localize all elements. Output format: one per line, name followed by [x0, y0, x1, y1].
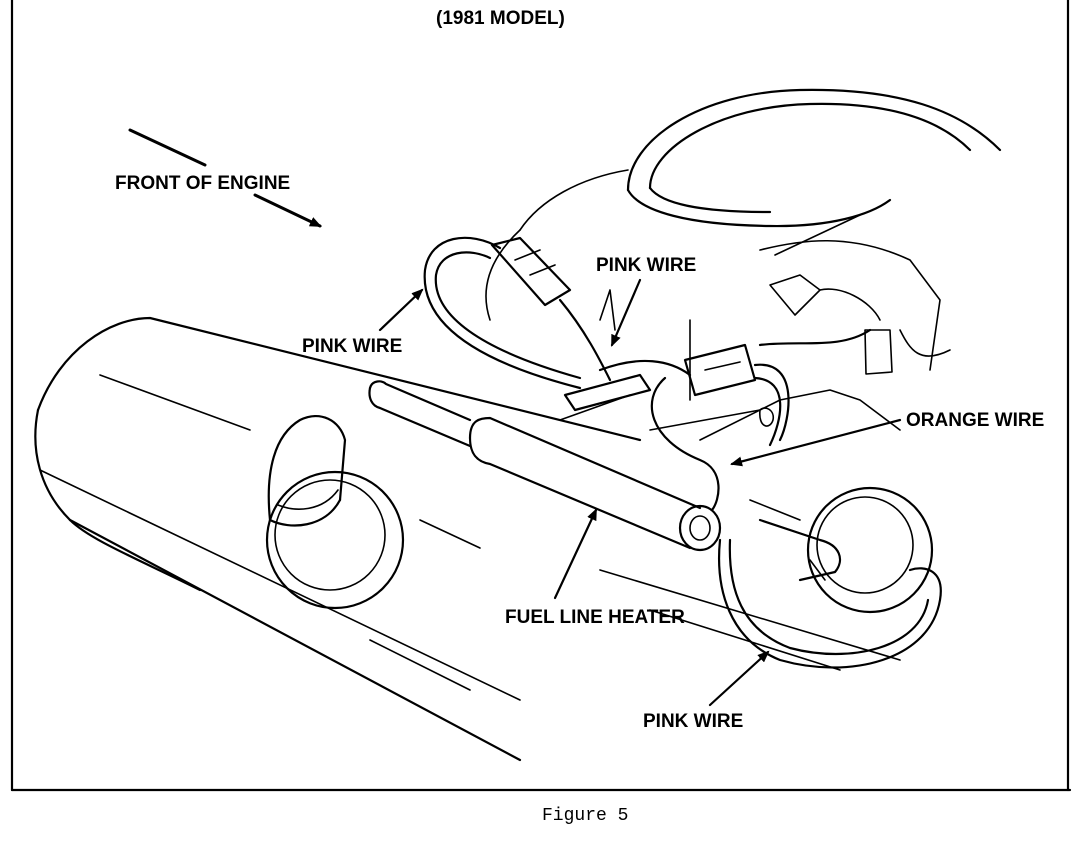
- label-leader-arrows: [378, 278, 902, 707]
- air-cleaner-drawing: [485, 88, 1002, 371]
- pink-wire-top-label: PINK WIRE: [596, 255, 696, 276]
- pink-wire-bottom-label: PINK WIRE: [643, 711, 743, 732]
- fuel-line-heater-label: FUEL LINE HEATER: [505, 607, 685, 628]
- left-fitting-drawing: [265, 415, 405, 610]
- front-direction-arrow: [128, 128, 322, 228]
- right-fitting-drawing: [749, 486, 934, 614]
- front-of-engine-label: FRONT OF ENGINE: [115, 173, 290, 194]
- fuel-filter-body-drawing: [34, 316, 901, 762]
- engine-block-drawing: [649, 274, 901, 441]
- figure-frame: [10, 0, 1072, 792]
- model-label: (1981 MODEL): [436, 8, 565, 29]
- fuel-line-heater-drawing: [368, 380, 722, 552]
- orange-wire-label: ORANGE WIRE: [906, 410, 1044, 431]
- pink-wire-left-label: PINK WIRE: [302, 336, 402, 357]
- figure-caption: Figure 5: [542, 806, 628, 826]
- wiring-harness-drawing: [423, 236, 942, 669]
